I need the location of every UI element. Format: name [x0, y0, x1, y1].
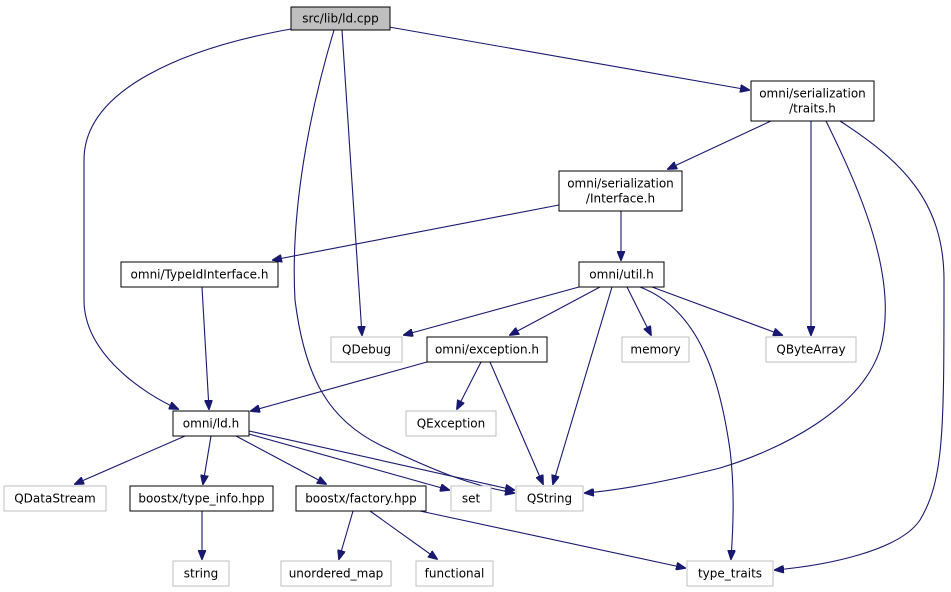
edges — [75, 26, 945, 570]
node-label: functional — [425, 567, 485, 581]
node-label: memory — [630, 343, 680, 357]
node-box — [515, 485, 584, 512]
node-label: QDataStream — [14, 492, 96, 506]
edge-factory-hpp-to-unordered-map — [339, 510, 354, 559]
node-set: set — [450, 485, 492, 512]
edge-traits-h-to-qstring — [585, 120, 886, 493]
node-box — [578, 261, 665, 288]
node-qdatastream: QDataStream — [3, 485, 107, 512]
node-label: QString — [527, 492, 572, 506]
node-box — [3, 485, 107, 512]
edge-factory-hpp-to-functional — [369, 510, 437, 559]
edge-traits-h-to-interface-h — [668, 120, 772, 169]
edge-ld-cpp-to-traits-h — [388, 26, 749, 90]
node-box — [686, 560, 774, 587]
edge-util-h-to-qstring — [553, 286, 613, 484]
node-memory: memory — [621, 336, 690, 363]
node-type-info-hpp[interactable]: boostx/type_info.hpp — [129, 485, 274, 512]
edge-util-h-to-qbytearray — [651, 286, 782, 335]
node-ld-cpp[interactable]: src/lib/ld.cpp — [290, 6, 391, 31]
edge-typeidinterface-h-to-ld-h — [201, 286, 209, 409]
node-label: QDebug — [342, 343, 391, 357]
edge-util-h-to-qdebug — [404, 286, 580, 335]
node-qstring: QString — [515, 485, 584, 512]
node-label: omni/serialization — [567, 177, 674, 191]
edge-ld-h-to-factory-hpp — [235, 435, 326, 484]
edge-util-h-to-type-traits — [639, 286, 733, 559]
node-label: omni/serialization — [759, 87, 866, 101]
node-traits-h[interactable]: omni/serialization/traits.h — [750, 80, 875, 122]
node-unordered-map: unordered_map — [280, 560, 392, 587]
node-box — [172, 410, 250, 437]
node-ld-h[interactable]: omni/ld.h — [172, 410, 250, 437]
node-label: omni/exception.h — [435, 343, 539, 357]
node-qbytearray: QByteArray — [765, 336, 857, 363]
node-type-traits: type_traits — [686, 560, 774, 587]
edge-ld-h-to-type-info-hpp — [203, 435, 212, 484]
node-util-h[interactable]: omni/util.h — [578, 261, 665, 288]
edge-ld-h-to-set — [248, 433, 449, 490]
node-box — [120, 261, 279, 288]
node-label: QException — [417, 417, 486, 431]
node-box — [290, 6, 391, 31]
node-string: string — [172, 560, 230, 587]
node-box — [172, 560, 230, 587]
node-box — [621, 336, 690, 363]
edge-ld-h-to-qstring — [248, 430, 514, 490]
node-box — [558, 170, 683, 212]
edge-ld-cpp-to-qdebug — [341, 29, 362, 335]
node-box — [750, 80, 875, 122]
node-box — [426, 336, 548, 363]
edge-util-h-to-exception-h — [510, 286, 601, 335]
node-label: set — [462, 492, 481, 506]
node-qdebug: QDebug — [330, 336, 403, 363]
edge-traits-h-to-type-traits — [775, 120, 945, 570]
node-typeidinterface-h[interactable]: omni/TypeIdInterface.h — [120, 261, 279, 288]
node-functional: functional — [415, 560, 494, 587]
node-factory-hpp[interactable]: boostx/factory.hpp — [295, 485, 427, 512]
edge-ld-h-to-qdatastream — [75, 435, 186, 484]
node-label: omni/util.h — [589, 268, 653, 282]
node-label: boostx/factory.hpp — [305, 492, 417, 506]
edge-exception-h-to-qstring — [489, 361, 543, 484]
edge-factory-hpp-to-type-traits — [419, 510, 685, 568]
node-label: unordered_map — [289, 567, 384, 581]
node-label: string — [184, 567, 218, 581]
node-qexception: QException — [405, 410, 497, 437]
node-box — [295, 485, 427, 512]
node-label: omni/TypeIdInterface.h — [131, 268, 269, 282]
node-box — [280, 560, 392, 587]
edge-interface-h-to-typeidinterface-h — [273, 204, 560, 260]
node-label: src/lib/ld.cpp — [302, 12, 379, 26]
node-label: /Interface.h — [586, 192, 655, 206]
node-label: omni/ld.h — [183, 417, 239, 431]
edge-exception-h-to-qexception — [457, 361, 482, 409]
node-box — [405, 410, 497, 437]
node-box — [415, 560, 494, 587]
edge-ld-cpp-to-qstring — [293, 29, 514, 493]
node-label: boostx/type_info.hpp — [138, 492, 264, 506]
edge-util-h-to-memory — [626, 286, 651, 335]
node-box — [330, 336, 403, 363]
node-box — [129, 485, 274, 512]
node-label: QByteArray — [776, 343, 845, 357]
edge-exception-h-to-ld-h — [251, 361, 428, 411]
node-box — [450, 485, 492, 512]
node-exception-h[interactable]: omni/exception.h — [426, 336, 548, 363]
edge-ld-cpp-to-ld-h — [83, 28, 292, 409]
node-interface-h[interactable]: omni/serialization/Interface.h — [558, 170, 683, 212]
node-label: /traits.h — [789, 102, 836, 116]
nodes: src/lib/ld.cpp omni/serialization/traits.… — [3, 6, 875, 587]
node-label: type_traits — [698, 567, 762, 581]
node-box — [765, 336, 857, 363]
